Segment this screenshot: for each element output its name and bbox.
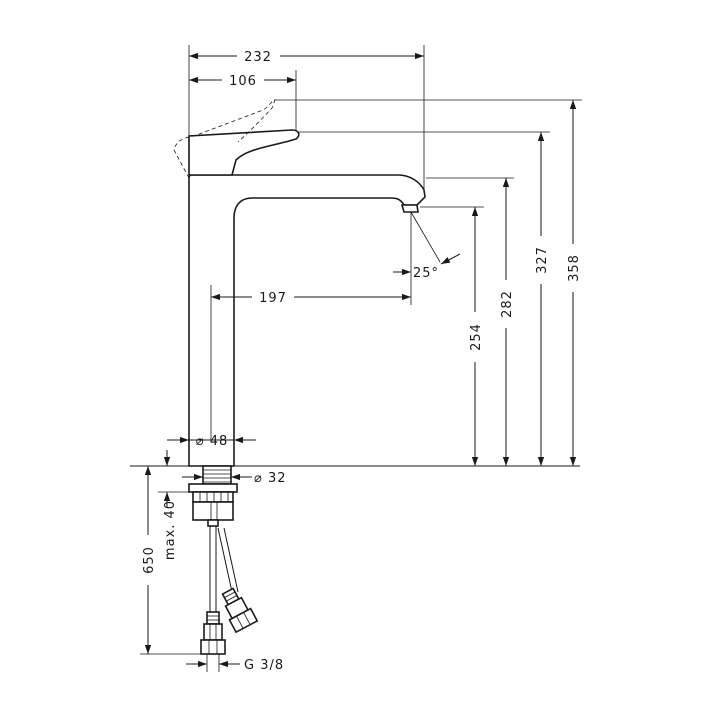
dim-g38-label: G 3/8 xyxy=(244,658,284,673)
dimension-358: 358 xyxy=(274,99,582,466)
fixing-nut xyxy=(192,491,234,503)
mounting-hardware xyxy=(188,465,259,655)
dimension-48: ⌀ 48 xyxy=(167,434,256,449)
threaded-shank xyxy=(202,465,232,485)
dim-650-label: 650 xyxy=(142,546,157,574)
faucet-outline xyxy=(130,99,580,467)
handle-lever-raised xyxy=(173,99,276,179)
dimension-angle-25: 25° xyxy=(393,211,461,281)
mounting-bracket xyxy=(192,501,234,521)
dim-358-label: 358 xyxy=(567,254,582,282)
hose-fitting-right xyxy=(221,587,259,634)
faucet-body xyxy=(188,174,426,467)
dimension-max-40: max. 40 xyxy=(158,450,193,560)
dimension-650: 650 xyxy=(140,466,201,655)
aerator xyxy=(400,204,419,213)
dim-106-label: 106 xyxy=(229,74,257,89)
hose-right xyxy=(217,527,239,593)
dim-282-label: 282 xyxy=(500,290,515,318)
dim-254-label: 254 xyxy=(469,323,484,351)
dimension-g38: G 3/8 xyxy=(186,654,284,673)
dimension-232: 232 xyxy=(188,45,425,190)
hose-fitting-left xyxy=(200,611,226,655)
dim-32-label: ⌀ 32 xyxy=(254,471,287,486)
dim-angle-label: 25° xyxy=(413,266,439,281)
dimension-327: 327 xyxy=(298,131,550,466)
dim-max40-label: max. 40 xyxy=(163,500,178,560)
bracket-stud xyxy=(207,519,219,527)
dim-197-label: 197 xyxy=(259,291,287,306)
fixing-plate xyxy=(188,483,238,493)
dim-327-label: 327 xyxy=(535,246,550,274)
dim-48-label: ⌀ 48 xyxy=(196,434,229,449)
hose-left xyxy=(209,526,217,615)
dimension-254: 254 xyxy=(420,206,484,466)
dimension-197: 197 xyxy=(210,212,412,440)
dimension-32: ⌀ 32 xyxy=(182,471,287,486)
dim-232-label: 232 xyxy=(244,50,272,65)
handle-lever xyxy=(188,129,300,176)
dimension-282: 282 xyxy=(426,177,515,466)
